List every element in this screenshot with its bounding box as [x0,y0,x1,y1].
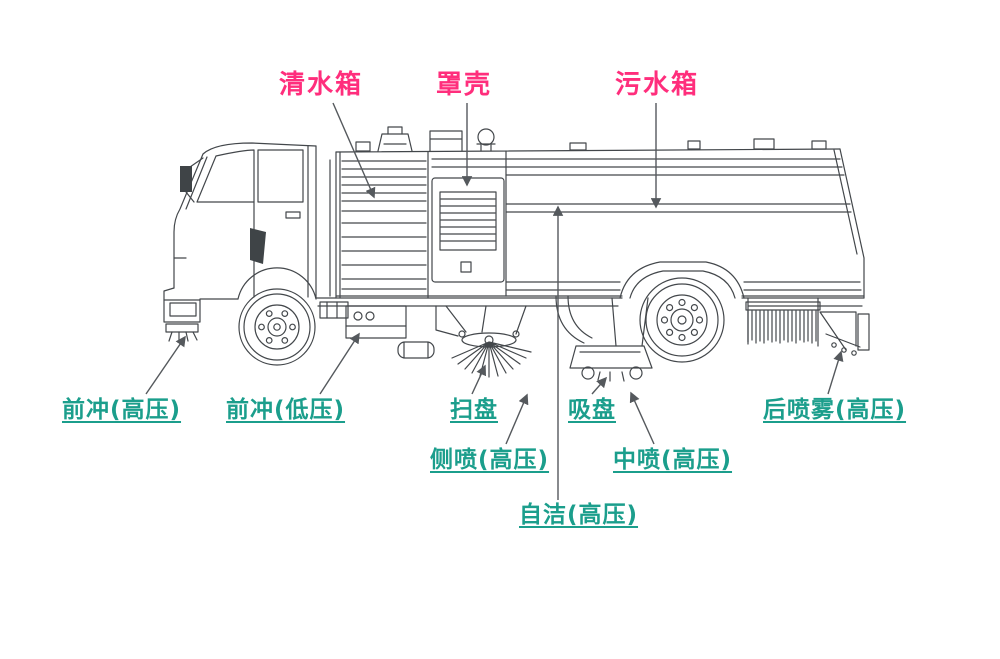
door-handle [285,211,301,219]
label-side-spray-high: 侧喷(高压) [430,447,550,473]
leader-sweep-disc [471,364,487,395]
leader-side-spray-high [505,393,529,445]
leader-clean-water-tank [332,102,376,199]
label-suction-disc: 吸盘 [568,397,616,423]
door-dark-panel [250,228,266,264]
front-flush-nozzle-bar [165,323,199,342]
leader-suction-disc [591,376,608,395]
truck-line-art [163,126,870,382]
front-plate [169,302,197,317]
label-sewage-tank: 污水箱 [615,70,700,100]
sweep-bristles [451,341,532,378]
leader-front-flush-low [319,332,360,395]
leader-front-flush-high [145,335,186,395]
rear-brush-assembly [745,297,821,347]
underbody-equipment [345,305,487,359]
tank-top-fittings [355,126,827,152]
label-front-flush-low: 前冲(低压) [226,397,346,423]
middle-spray-ticks [597,371,625,382]
label-clean-water-tank: 清水箱 [279,70,364,100]
air-tank [397,341,435,359]
label-cover-shell: 罩壳 [436,70,493,100]
rear-fender [619,261,745,299]
label-front-flush-high: 前冲(高压) [62,397,182,423]
louver-slats [440,198,496,242]
suction-nozzle-assembly [555,295,653,382]
cab-step-box [319,301,349,319]
rear-mudflap [857,313,870,351]
cab [163,142,349,323]
leader-rear-spray-high [827,350,844,395]
leader-middle-spray-high [629,391,655,445]
rear-wheel [639,277,725,363]
water-tank-body [315,148,865,307]
rear-brush-bristles [747,310,817,344]
label-self-clean-high: 自洁(高压) [519,502,639,528]
leader-lines [145,102,844,500]
toolbox [345,305,407,339]
side-mirror [180,166,192,192]
label-rear-spray-high: 后喷雾(高压) [763,397,907,423]
vent-cap [477,128,495,146]
label-sweep-disc: 扫盘 [450,397,498,423]
clean-water-tank-ribs [341,160,427,290]
front-wheel [238,288,316,366]
rear-spray-assembly [819,311,870,356]
cover-shell-box [431,177,505,283]
label-middle-spray-high: 中喷(高压) [613,447,733,473]
sweep-disc-assembly [451,305,532,378]
